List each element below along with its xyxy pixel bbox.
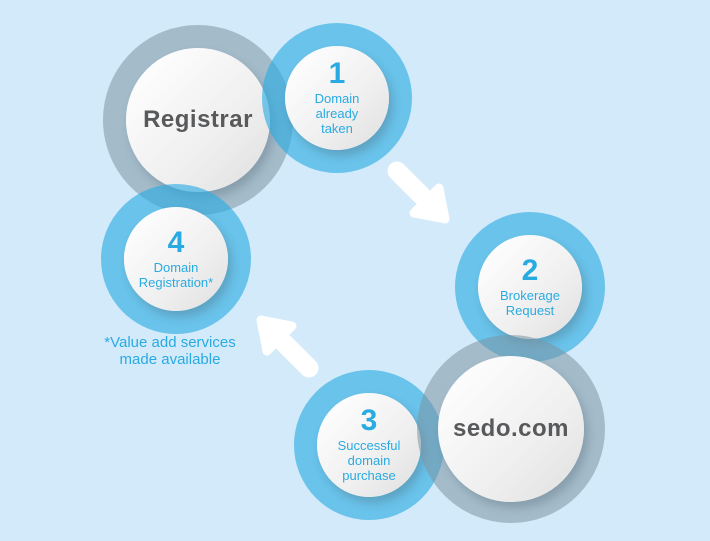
- step-2-number: 2: [521, 253, 539, 287]
- step-3-number: 3: [360, 404, 378, 438]
- sedo-inner-circle: sedo.com: [438, 356, 584, 502]
- step-circle-4: 4 Domain Registration*: [101, 184, 251, 334]
- step-4-label: Domain Registration*: [138, 259, 214, 290]
- footnote-text: *Value add services made available: [104, 334, 236, 369]
- registrar-circle: Registrar: [103, 25, 293, 215]
- step-3-inner-circle: 3 Successful domain purchase: [317, 393, 421, 497]
- arrow-up-left-icon: [256, 315, 319, 378]
- registrar-inner-circle: Registrar: [126, 48, 270, 192]
- step-2-inner-circle: 2 Brokerage Request: [478, 235, 582, 339]
- step-1-inner-circle: 1 Domain already taken: [285, 46, 389, 150]
- sedo-circle: sedo.com: [417, 335, 605, 523]
- step-circle-1: 1 Domain already taken: [262, 23, 412, 173]
- step-3-label: Successful domain purchase: [337, 438, 401, 483]
- registrar-title: Registrar: [143, 106, 253, 133]
- step-1-number: 1: [328, 57, 346, 91]
- arrow-down-right-icon: [387, 161, 450, 224]
- step-2-label: Brokerage Request: [500, 287, 560, 318]
- step-4-inner-circle: 4 Domain Registration*: [124, 207, 228, 311]
- step-1-label: Domain already taken: [314, 91, 360, 136]
- step-4-number: 4: [167, 225, 185, 259]
- sedo-title: sedo.com: [452, 415, 570, 442]
